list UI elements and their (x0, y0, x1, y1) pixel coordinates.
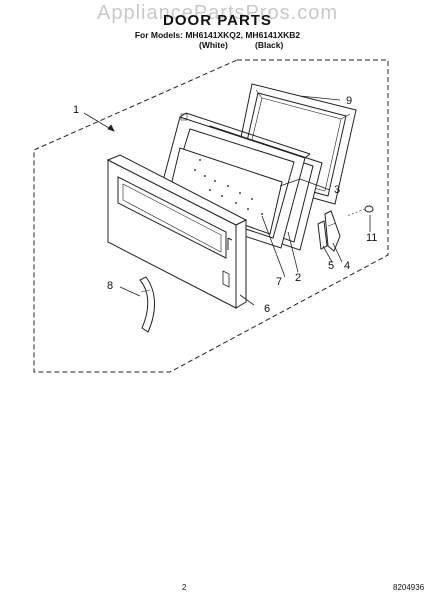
callout-7: 7 (276, 276, 282, 288)
callout-4: 4 (344, 260, 350, 272)
callout-8: 8 (107, 280, 113, 292)
part-11-spring (346, 205, 374, 217)
part-8-handle (139, 276, 155, 333)
part-6-outer-door (106, 154, 248, 309)
callout-3: 3 (334, 184, 340, 196)
part-4-latch-plate (324, 210, 341, 252)
assembly-boundary (33, 59, 389, 373)
leader-lines (83, 95, 371, 306)
models-line: For Models: MH6141XKQ2, MH6141XKB2 (134, 30, 301, 40)
callout-5: 5 (328, 260, 334, 272)
page-number: 2 (182, 583, 187, 592)
variant-black: (Black) (255, 40, 284, 50)
callout-9: 9 (346, 95, 352, 107)
document-number: 8204936 (393, 583, 425, 592)
variant-white: (White) (199, 40, 228, 50)
callout-1: 1 (73, 104, 79, 116)
page-title: DOOR PARTS (163, 12, 272, 29)
callout-labels: 1 9 3 2 7 5 4 11 6 8 (73, 95, 377, 315)
callout-6: 6 (264, 303, 270, 315)
callout-11: 11 (366, 232, 377, 244)
watermark: AppliancePartsPros.com (97, 2, 338, 24)
callout-2: 2 (295, 272, 301, 284)
part-5-latch (317, 220, 328, 250)
